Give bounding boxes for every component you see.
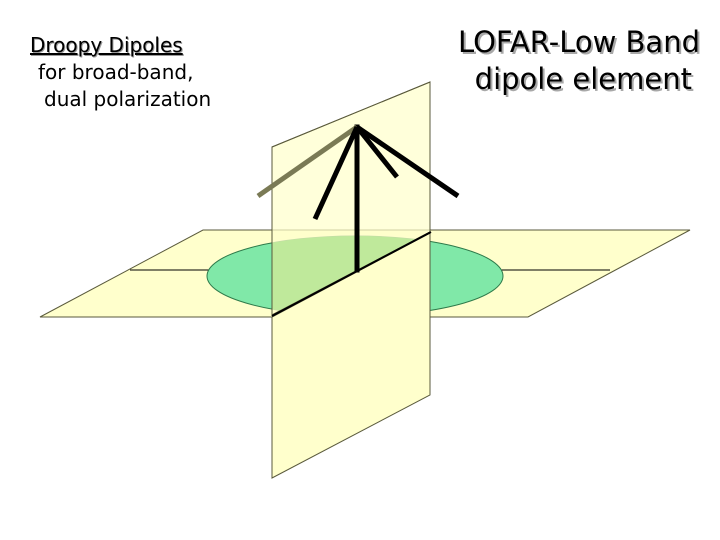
title-line-2: dipole element xyxy=(474,62,692,96)
dipole-arm-right xyxy=(355,124,460,199)
dipole-arm-back xyxy=(355,125,399,179)
caption-droopy-dipoles: Droopy Dipoles for broad-band, dual pola… xyxy=(30,32,211,113)
dipole-arm-olive xyxy=(256,124,359,199)
caption-line-1: Droopy Dipoles xyxy=(30,33,183,57)
caption-line-3: dual polarization xyxy=(44,87,212,111)
plane-intersection-line xyxy=(271,231,432,317)
slide-title: LOFAR-Low Band dipole element xyxy=(400,24,700,98)
title-line-1: LOFAR-Low Band xyxy=(457,25,700,59)
caption-line-2: for broad-band, xyxy=(38,60,194,84)
dipole-arm-front xyxy=(312,125,360,221)
